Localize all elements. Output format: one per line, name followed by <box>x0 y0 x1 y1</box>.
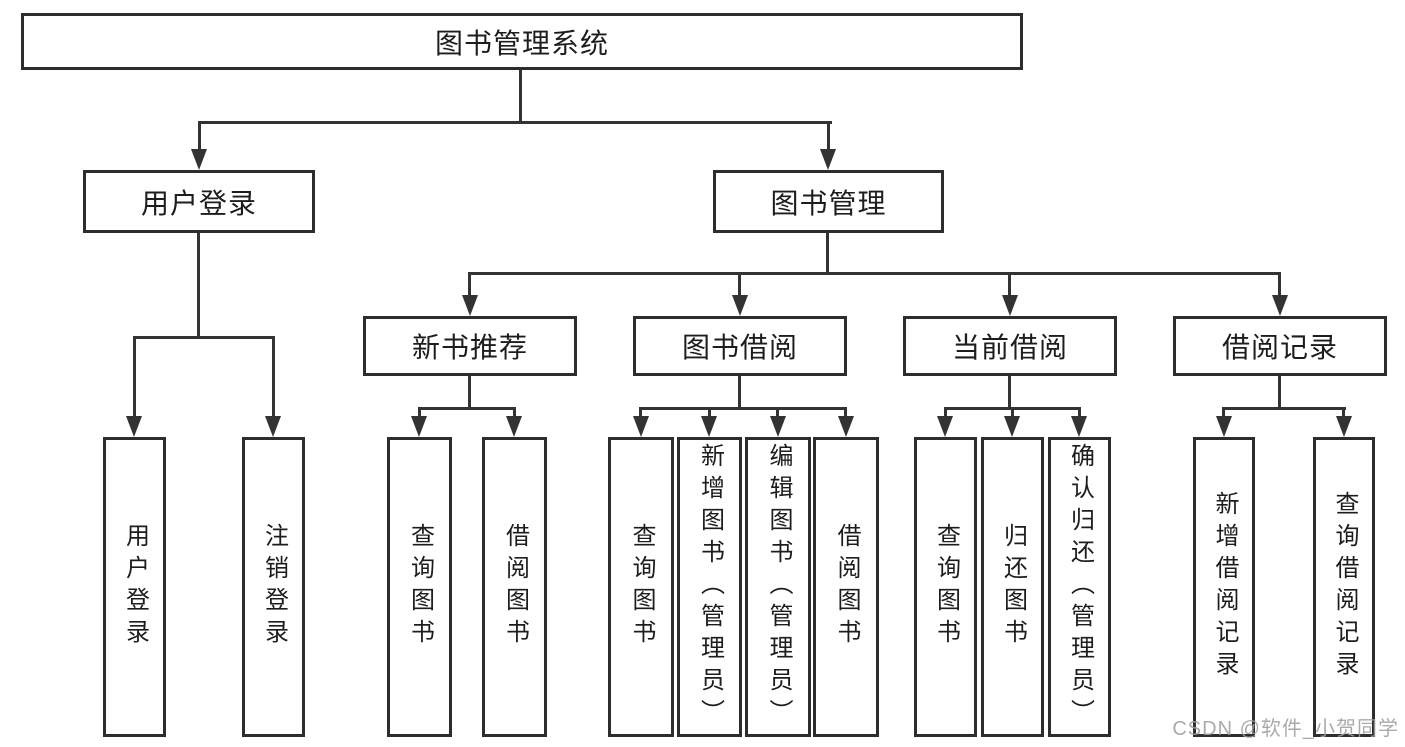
arrowhead-user-login <box>191 149 207 170</box>
arrowhead-leaf-logout <box>265 416 281 437</box>
connector-drop-borrowing <box>738 272 741 304</box>
connector-drop-user-login <box>198 121 201 161</box>
arrowhead-cur-query <box>937 416 953 437</box>
node-borrowing-records: 借阅记录 <box>1173 316 1387 376</box>
connector-root-bar <box>198 121 832 124</box>
node-label: 新增借阅记录 <box>1211 491 1238 683</box>
connector-borrowing-stem <box>738 376 741 407</box>
arrowhead-bor-add <box>701 416 717 437</box>
node-label: 借阅图书 <box>833 523 860 651</box>
node-book-management-branch: 图书管理 <box>713 170 944 233</box>
node-label: 查询借阅记录 <box>1331 491 1358 683</box>
leaf-logout: 注销登录 <box>242 437 305 737</box>
connector-login-stem <box>197 233 200 336</box>
arrowhead-borrowing <box>732 295 748 316</box>
connector-recommend-bar <box>418 407 516 410</box>
node-label: 归还图书 <box>999 523 1027 651</box>
connector-records-stem <box>1278 376 1281 407</box>
arrowhead-bor-edit <box>770 416 786 437</box>
connector-recommend-stem <box>468 376 471 407</box>
arrowhead-recommend <box>462 295 478 316</box>
leaf-user-login: 用户登录 <box>103 437 166 737</box>
node-label: 查询图书 <box>932 523 960 651</box>
node-label: 当前借阅 <box>951 332 1068 363</box>
node-book-borrowing: 图书借阅 <box>633 316 847 376</box>
connector-drop-leaf-login <box>133 336 136 426</box>
connector-root-stem <box>519 70 522 121</box>
arrowhead-bor-query <box>633 416 649 437</box>
connector-drop-current <box>1008 272 1011 304</box>
node-label: 查询图书 <box>406 523 434 651</box>
arrowhead-cur-confirm <box>1071 416 1087 437</box>
arrowhead-current <box>1002 295 1018 316</box>
node-label: 图书管理 <box>770 187 887 219</box>
node-label: 借阅记录 <box>1221 332 1338 363</box>
node-user-login-branch: 用户登录 <box>83 170 315 233</box>
leaf-recommend-query-books: 查询图书 <box>387 437 452 737</box>
connector-mgmt-stem <box>826 233 829 272</box>
connector-login-bar <box>133 336 275 339</box>
connector-drop-recommend <box>468 272 471 304</box>
node-label: 用户登录 <box>121 523 149 651</box>
node-label: 新书推荐 <box>411 332 528 363</box>
leaf-confirm-return-admin: 确认归还（管理员） <box>1048 437 1111 737</box>
connector-mgmt-bar <box>468 272 1281 275</box>
node-label: 编辑图书（管理员） <box>765 443 792 731</box>
arrowhead-bor-borrow <box>838 416 854 437</box>
connector-borrowing-bar <box>639 407 847 410</box>
leaf-recommend-borrow-books: 借阅图书 <box>482 437 547 737</box>
arrowhead-leaf-login <box>126 416 142 437</box>
leaf-borrowing-query-books: 查询图书 <box>608 437 674 737</box>
node-label: 查询图书 <box>628 523 655 651</box>
arrowhead-book-mgmt <box>820 149 836 170</box>
node-label: 借阅图书 <box>501 523 529 651</box>
connector-records-bar <box>1222 407 1346 410</box>
connector-drop-leaf-logout <box>272 336 275 426</box>
node-label: 图书管理系统 <box>434 27 609 59</box>
connector-drop-records <box>1278 272 1281 304</box>
node-label: 新增图书（管理员） <box>696 443 724 731</box>
leaf-add-books-admin: 新增图书（管理员） <box>677 437 742 737</box>
arrowhead-rec-query <box>411 416 427 437</box>
node-label: 用户登录 <box>140 187 257 219</box>
node-label: 图书借阅 <box>681 332 798 363</box>
arrowhead-records <box>1272 295 1288 316</box>
arrowhead-rec-add-record <box>1216 416 1232 437</box>
leaf-current-query-books: 查询图书 <box>914 437 977 737</box>
connector-drop-book-mgmt <box>827 121 830 161</box>
leaf-borrow-books: 借阅图书 <box>813 437 879 737</box>
leaf-edit-books-admin: 编辑图书（管理员） <box>745 437 811 737</box>
arrowhead-rec-query-record <box>1336 416 1352 437</box>
node-new-book-recommend: 新书推荐 <box>363 316 577 376</box>
leaf-query-borrow-record: 查询借阅记录 <box>1313 437 1375 737</box>
arrowhead-cur-return <box>1004 416 1020 437</box>
leaf-add-borrow-record: 新增借阅记录 <box>1193 437 1255 737</box>
leaf-return-books: 归还图书 <box>981 437 1044 737</box>
node-label: 注销登录 <box>260 523 288 651</box>
node-label: 确认归还（管理员） <box>1066 443 1094 731</box>
node-current-borrowing: 当前借阅 <box>903 316 1117 376</box>
csdn-watermark: CSDN @软件_小贺同学 <box>1172 718 1399 740</box>
arrowhead-rec-borrow <box>506 416 522 437</box>
node-root-system: 图书管理系统 <box>21 13 1023 70</box>
connector-current-stem <box>1008 376 1011 407</box>
